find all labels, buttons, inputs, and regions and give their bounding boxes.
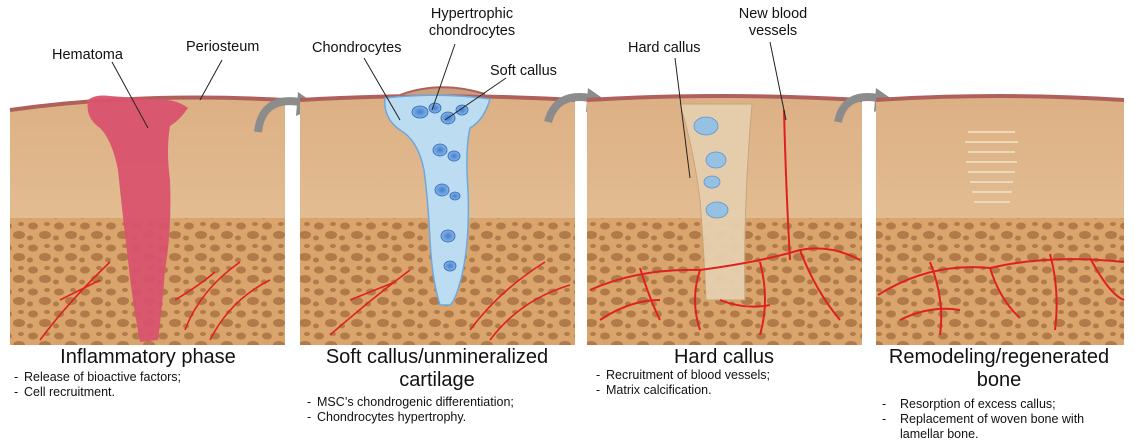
stage-bullets-remodeling: Resorption of excess callus; Replacement…	[880, 397, 1084, 442]
stage-title-line1: Soft callus/unmineralized	[296, 346, 578, 369]
label-hematoma: Hematoma	[52, 47, 123, 64]
bullet-item: Release of bioactive factors;	[12, 370, 181, 385]
label-hypertrophic-line1: Hypertrophic	[416, 6, 528, 23]
stage-title-line1: Hard callus	[586, 346, 862, 369]
bullet-item: Resorption of excess callus;	[880, 397, 1084, 412]
label-soft-callus: Soft callus	[490, 63, 557, 80]
label-new-blood-line1: New blood	[728, 6, 818, 23]
stage-title-inflammatory: Inflammatory phase	[10, 346, 286, 369]
label-hypertrophic-chondrocytes: Hypertrophic chondrocytes	[416, 6, 528, 40]
label-new-blood-vessels: New blood vessels	[728, 6, 818, 40]
label-periosteum: Periosteum	[186, 39, 259, 56]
stage-title-line2: bone	[866, 369, 1132, 392]
stage-title-line2: cartilage	[296, 369, 578, 392]
bullet-item: MSC’s chondrogenic differentiation;	[305, 395, 514, 410]
stage-title-hard-callus: Hard callus	[586, 346, 862, 369]
stage-title-line1: Inflammatory phase	[10, 346, 286, 369]
panel-remodeling	[876, 96, 1124, 345]
stage-bullets-soft-callus: MSC’s chondrogenic differentiation; Chon…	[305, 395, 514, 425]
bullet-item: Matrix calcification.	[594, 383, 770, 398]
stage-bullets-inflammatory: Release of bioactive factors; Cell recru…	[12, 370, 181, 400]
panel-inflammatory	[10, 96, 285, 346]
label-hard-callus: Hard callus	[628, 40, 701, 57]
stage-title-line1: Remodeling/regenerated	[866, 346, 1132, 369]
bullet-item: Replacement of woven bone with	[880, 412, 1084, 427]
bullet-item: Recruitment of blood vessels;	[594, 368, 770, 383]
label-hypertrophic-line2: chondrocytes	[416, 23, 528, 40]
panel-soft-callus	[300, 87, 575, 345]
label-chondrocytes: Chondrocytes	[312, 40, 401, 57]
stage-title-remodeling: Remodeling/regenerated bone	[866, 346, 1132, 392]
bullet-item: Cell recruitment.	[12, 385, 181, 400]
bullet-item: Chondrocytes hypertrophy.	[305, 410, 514, 425]
bullet-item-continuation: lamellar bone.	[880, 427, 1084, 442]
panel-hard-callus	[587, 96, 862, 345]
stage-bullets-hard-callus: Recruitment of blood vessels; Matrix cal…	[594, 368, 770, 398]
label-new-blood-line2: vessels	[728, 23, 818, 40]
stage-title-soft-callus: Soft callus/unmineralized cartilage	[296, 346, 578, 392]
